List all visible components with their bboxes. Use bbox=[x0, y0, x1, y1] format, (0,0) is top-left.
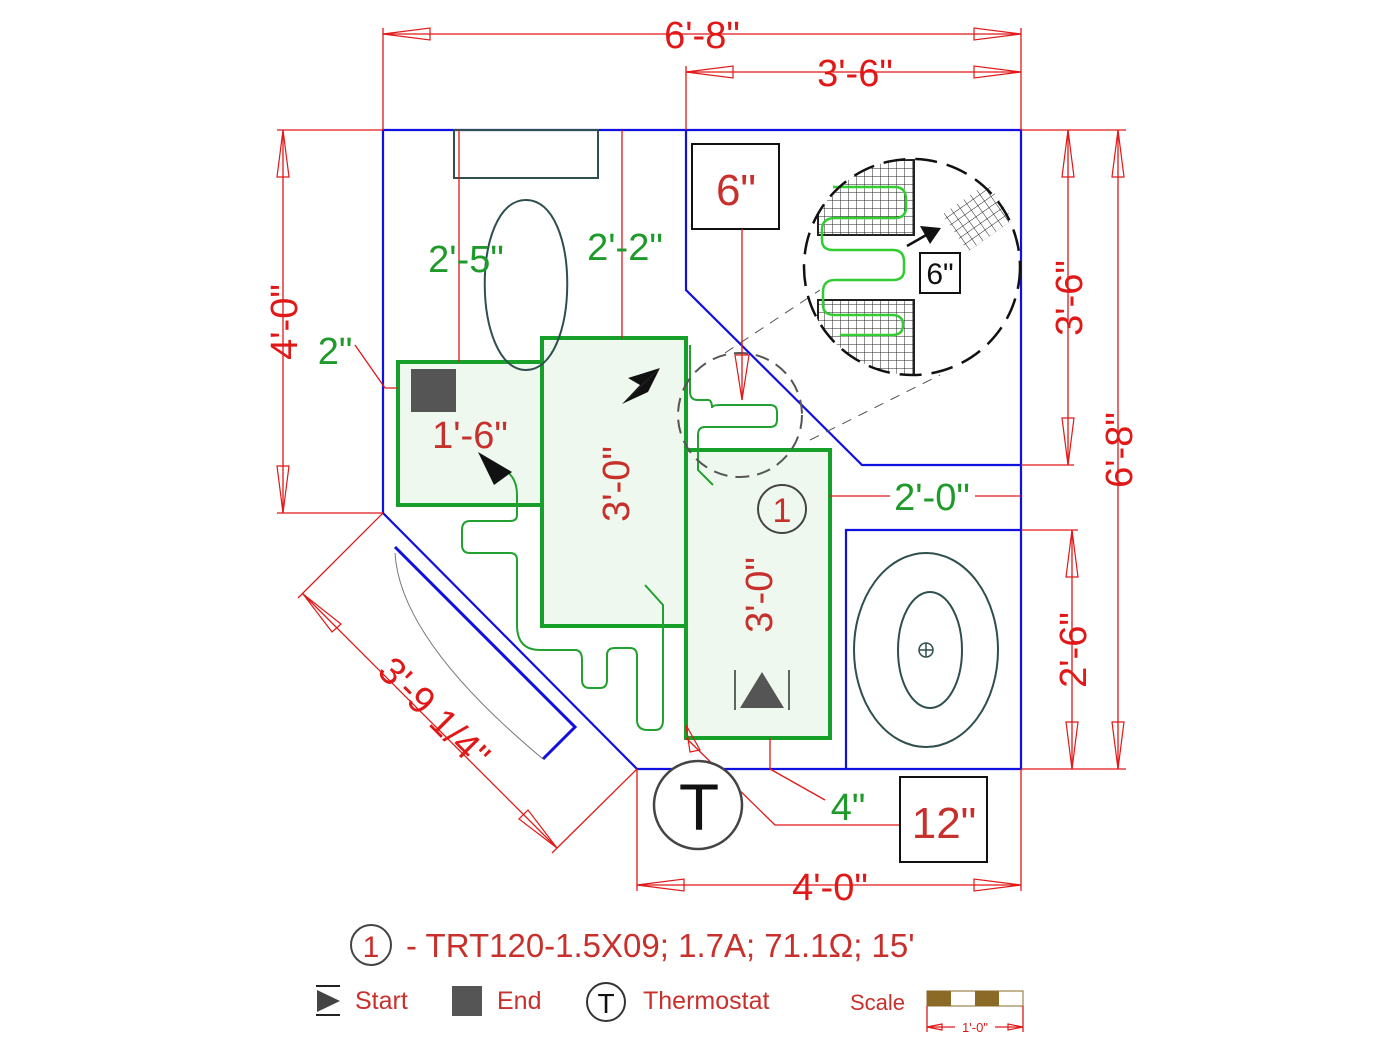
thermostat-height-label: 12" bbox=[912, 799, 977, 848]
start-marker-icon bbox=[734, 670, 790, 710]
scale-bar bbox=[926, 990, 1024, 1032]
dim-bottom-width: 4'-0" bbox=[792, 867, 868, 909]
clearance-wall-gap: 2" bbox=[318, 331, 353, 373]
direction-arrow-icon bbox=[478, 452, 512, 485]
dim-left-height: 4'-0" bbox=[264, 284, 306, 360]
room-walls bbox=[381, 128, 1023, 771]
legend-scale-label: Scale bbox=[850, 990, 905, 1015]
tub bbox=[393, 545, 578, 761]
legend-start-label: Start bbox=[355, 987, 408, 1015]
legend: 1 - TRT120-1.5X09; 1.7A; 71.1Ω; 15' Star… bbox=[316, 924, 1024, 1035]
end-legend-icon bbox=[452, 986, 482, 1016]
detail-callout: 6" bbox=[677, 157, 1022, 478]
heating-cable bbox=[461, 345, 778, 731]
legend-thermostat-symbol: T bbox=[597, 988, 614, 1019]
dim-top-partial: 3'-6" bbox=[817, 53, 893, 95]
sink bbox=[853, 552, 999, 748]
mat-label: 3'-0" bbox=[596, 446, 638, 522]
end-marker-icon bbox=[411, 369, 456, 412]
legend-end-label: End bbox=[497, 987, 541, 1015]
clearance-toilet-right: 2'-2" bbox=[587, 227, 663, 269]
dim-diagonal-wall: 3'-9 1/4" bbox=[369, 649, 497, 777]
dim-right-upper: 3'-6" bbox=[1049, 260, 1091, 336]
mat-3-0-b bbox=[684, 448, 832, 740]
clearance-toilet-left: 2'-5" bbox=[428, 239, 504, 281]
legend-cable-number: 1 bbox=[363, 931, 380, 964]
clearance-vanity-gap: 2'-0" bbox=[894, 477, 970, 519]
spacing-box-label: 6" bbox=[716, 166, 756, 215]
legend-scale-value: 1'-0" bbox=[962, 1020, 988, 1035]
start-legend-icon bbox=[316, 985, 340, 1016]
thermostat-legend-icon bbox=[586, 982, 626, 1022]
legend-thermostat-label: Thermostat bbox=[643, 987, 769, 1015]
dim-right-lower: 2'-6" bbox=[1053, 612, 1095, 688]
toilet bbox=[453, 129, 599, 372]
heating-mats bbox=[396, 336, 832, 740]
thermostat-icon bbox=[652, 759, 744, 851]
mat-number-circle bbox=[757, 484, 807, 534]
mat-label: 3'-0" bbox=[739, 557, 781, 633]
spacing-box bbox=[691, 143, 780, 230]
mat-3-0-a bbox=[540, 336, 688, 628]
detail-spacing-label: 6" bbox=[926, 258, 953, 291]
mat-label: 1'-6" bbox=[432, 415, 508, 457]
thermostat-height-box bbox=[899, 776, 988, 863]
mat-number: 1 bbox=[773, 492, 792, 530]
thermostat-symbol: T bbox=[679, 770, 719, 844]
legend-cable-spec: - TRT120-1.5X09; 1.7A; 71.1Ω; 15' bbox=[406, 927, 915, 964]
dim-right-overall: 6'-8" bbox=[1099, 412, 1141, 488]
clearance-bottom-gap: 4" bbox=[831, 787, 866, 829]
dimension-lines bbox=[276, 27, 1126, 892]
dim-top-overall: 6'-8" bbox=[664, 15, 740, 57]
arrow-icon bbox=[920, 226, 941, 244]
